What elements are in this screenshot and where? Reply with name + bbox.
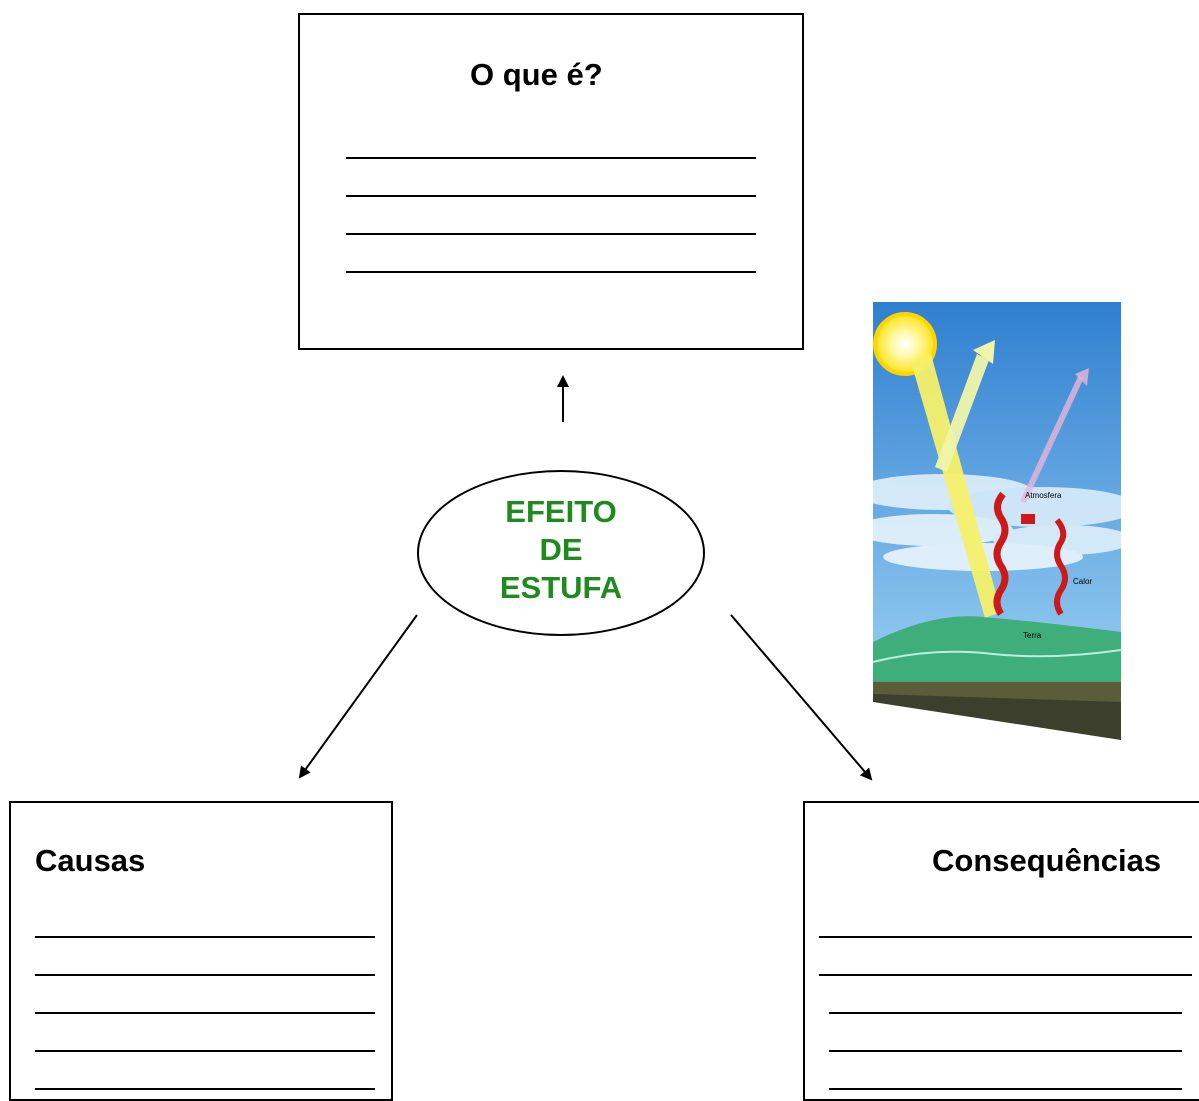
- reflected-ray: [935, 354, 989, 472]
- greenhouse-illustration: Atmosfera Calor Terra: [873, 302, 1121, 740]
- incoming-ray: [911, 354, 1001, 618]
- heat-wave: [993, 491, 1009, 616]
- causes-title: Causas: [35, 843, 146, 878]
- what-is-title: O que é?: [470, 57, 603, 92]
- answer-line[interactable]: [829, 1050, 1182, 1052]
- answer-line[interactable]: [819, 936, 1192, 938]
- center-title-line: DE: [539, 532, 583, 567]
- answer-line[interactable]: [35, 1050, 375, 1052]
- consequences-title: Consequências: [932, 843, 1162, 878]
- answer-line[interactable]: [346, 195, 756, 197]
- causes-box: Causas: [9, 801, 393, 1101]
- answer-line[interactable]: [829, 1012, 1182, 1014]
- heat-label: Calor: [1073, 577, 1092, 586]
- heat-wave: [1054, 518, 1068, 616]
- answer-line[interactable]: [819, 974, 1192, 976]
- center-ellipse: [417, 470, 705, 636]
- consequences-box: Consequências: [803, 801, 1199, 1101]
- answer-line[interactable]: [35, 936, 375, 938]
- arrow-down-left: [298, 614, 418, 779]
- answer-line[interactable]: [346, 157, 756, 159]
- answer-line[interactable]: [35, 1088, 375, 1090]
- center-title: EFEITO DE ESTUFA: [417, 493, 705, 607]
- escaping-heat-ray: [1020, 375, 1084, 504]
- answer-line[interactable]: [35, 1012, 375, 1014]
- answer-line[interactable]: [346, 271, 756, 273]
- ground: [873, 616, 1121, 682]
- atmosphere-label: Atmosfera: [1025, 491, 1062, 500]
- atmosphere-clouds: [873, 474, 1121, 571]
- answer-line[interactable]: [346, 233, 756, 235]
- center-title-line: EFEITO: [505, 494, 617, 529]
- arrow-down-right: [730, 614, 873, 781]
- what-is-box: O que é?: [298, 13, 804, 350]
- answer-line[interactable]: [35, 974, 375, 976]
- center-title-line: ESTUFA: [499, 570, 623, 605]
- earth-label: Terra: [1023, 631, 1042, 640]
- answer-line[interactable]: [829, 1088, 1182, 1090]
